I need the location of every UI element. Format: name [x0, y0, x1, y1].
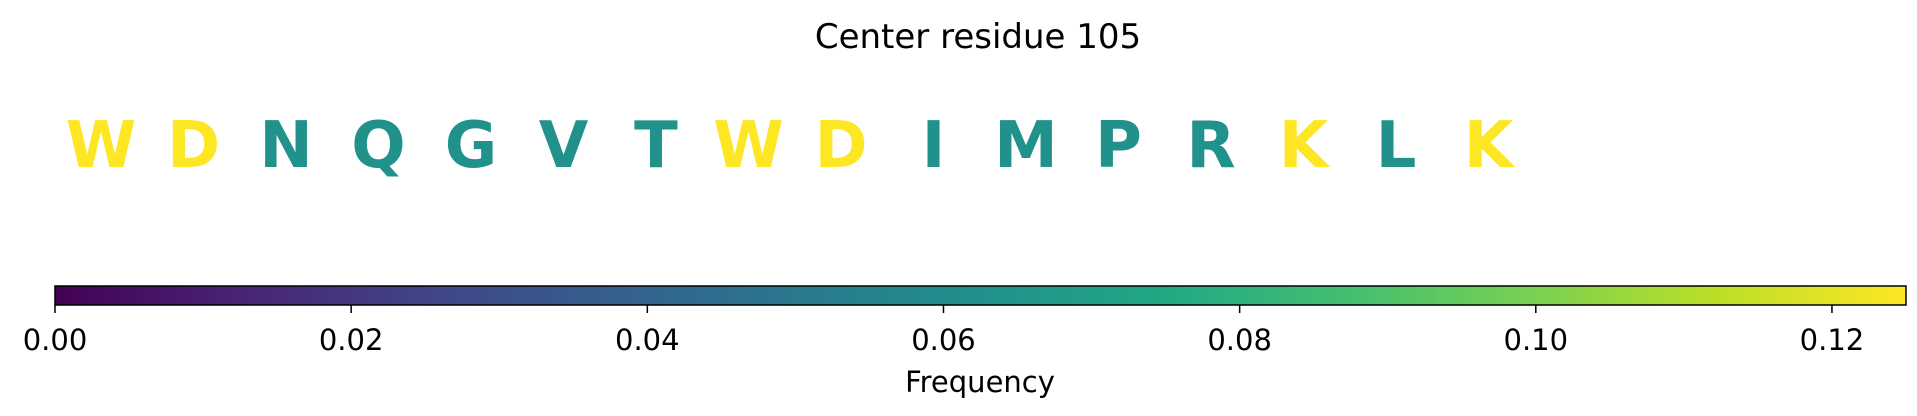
- residue-letter: R: [1186, 109, 1235, 183]
- colorbar-tick-label: 0.12: [1800, 323, 1865, 357]
- residue-letter: Q: [351, 109, 405, 183]
- colorbar-tick-label: 0.06: [911, 323, 976, 357]
- residue-letter: D: [814, 109, 867, 183]
- residue-letter: W: [713, 109, 784, 183]
- residue-letter: N: [259, 109, 313, 183]
- residue-letter: G: [445, 109, 498, 183]
- residue-letter: D: [167, 109, 220, 183]
- residue-letter: M: [994, 109, 1058, 183]
- colorbar-label: Frequency: [905, 365, 1055, 399]
- residue-letter: I: [922, 109, 946, 183]
- colorbar-tick-label: 0.10: [1504, 323, 1569, 357]
- colorbar-tick-label: 0.08: [1207, 323, 1272, 357]
- residue-letter: V: [539, 109, 589, 183]
- colorbar: [54, 285, 1907, 306]
- residue-letter: L: [1376, 109, 1417, 183]
- colorbar-ticks: 0.00 0.02 0.04 0.06 0.08 0.10 0.12: [23, 305, 1865, 357]
- residue-letter: K: [1279, 109, 1331, 183]
- colorbar-tick-label: 0.02: [319, 323, 384, 357]
- residue-letter: K: [1464, 109, 1516, 183]
- residue-letter: P: [1095, 109, 1142, 183]
- residue-letter: T: [634, 109, 678, 183]
- chart-title: Center residue 105: [815, 17, 1141, 57]
- residue-letter: W: [66, 109, 137, 183]
- colorbar-tick-label: 0.04: [615, 323, 680, 357]
- colorbar-tick-label: 0.00: [23, 323, 88, 357]
